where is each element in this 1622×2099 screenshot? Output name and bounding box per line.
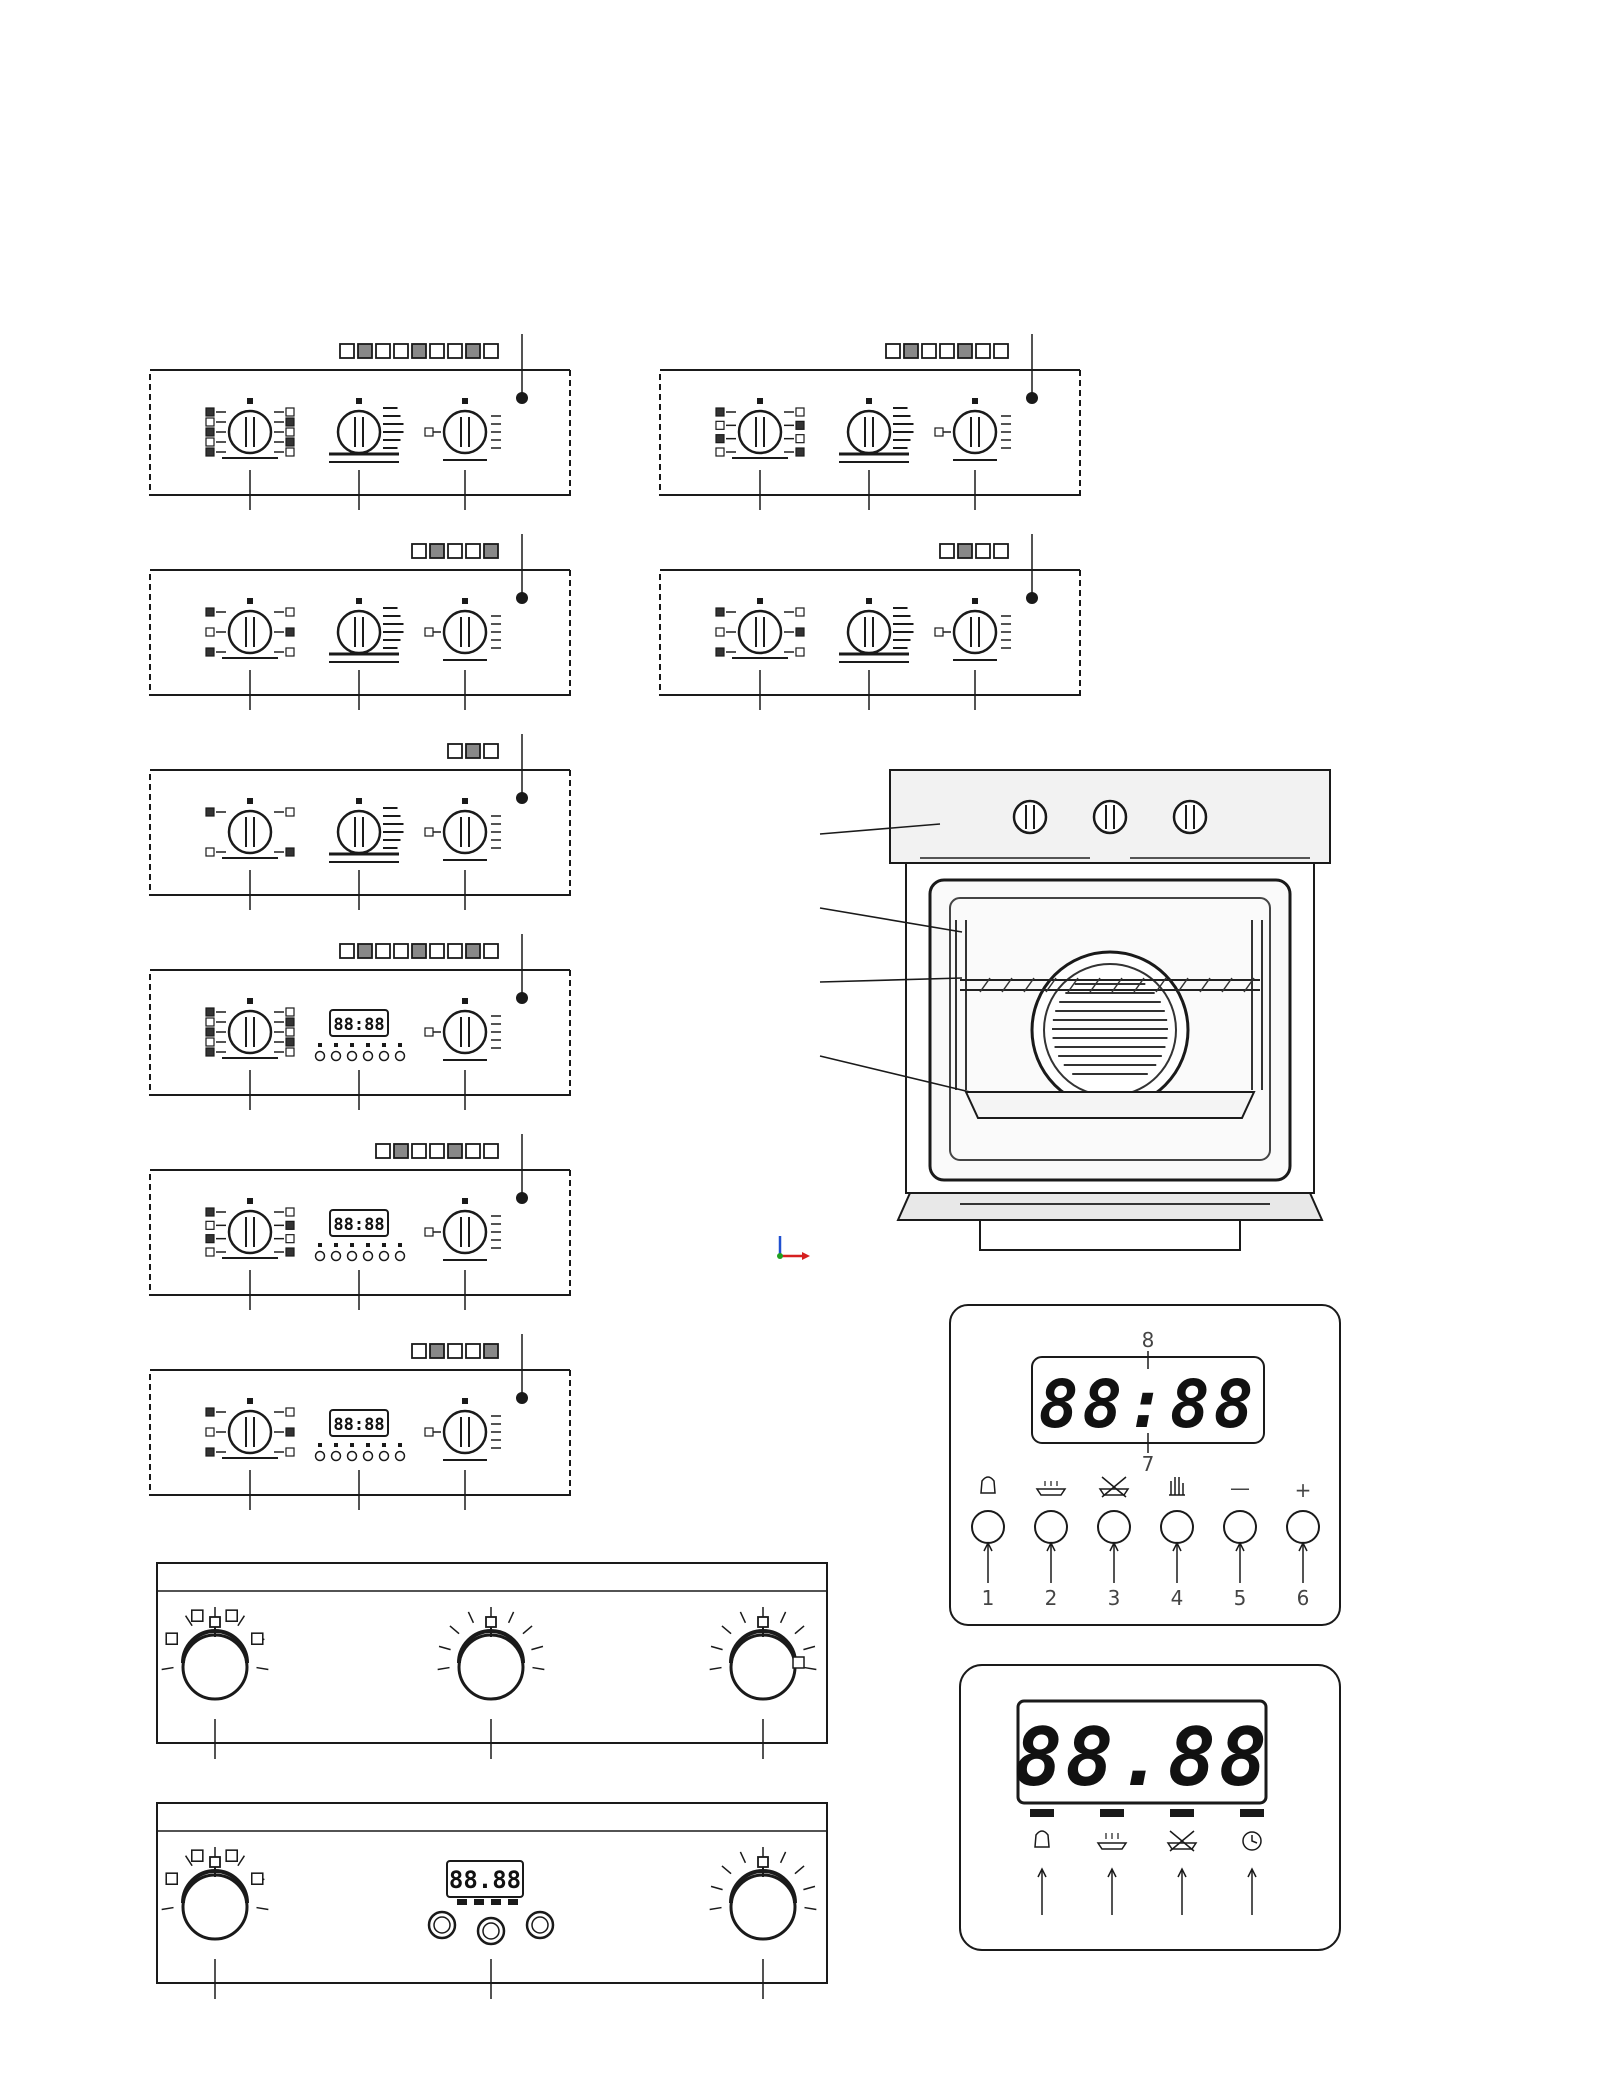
minus-icon: —	[1230, 1476, 1250, 1500]
timer-button-number: 3	[1108, 1586, 1121, 1610]
plus-icon: +	[1295, 1478, 1312, 1502]
oven-knob-2	[1094, 801, 1126, 833]
indicator-lamp	[516, 992, 528, 1004]
function-icon-strip	[340, 944, 498, 958]
mini-display-digits: 88:88	[333, 1215, 384, 1235]
wide-display-digits: 88.88	[449, 1866, 521, 1894]
function-icon-strip	[412, 1344, 498, 1358]
function-icon-strip	[940, 544, 1008, 558]
timer-button-number: 1	[982, 1586, 995, 1610]
indicator-lamp	[516, 792, 528, 804]
control-panel-c	[150, 534, 570, 710]
wide-temperature-knob	[710, 1607, 817, 1699]
timer-button-number: 5	[1234, 1586, 1247, 1610]
control-panel-g: 88:88	[150, 1134, 570, 1310]
control-panel-e	[150, 734, 570, 910]
function-icon-strip	[340, 344, 498, 358]
function-icon-strip	[448, 744, 498, 758]
indicator-lamp	[516, 1192, 528, 1204]
control-panel-b	[660, 334, 1080, 510]
wide-display-panel: 88.88	[157, 1803, 827, 1999]
control-panel-h: 88:88	[150, 1334, 570, 1510]
plus-label: +	[1295, 1478, 1312, 1502]
wide-panel-button-1[interactable]	[429, 1912, 455, 1938]
control-panel-a	[150, 334, 570, 510]
indicator-lamp	[516, 592, 528, 604]
indicator-lamp	[1026, 392, 1038, 404]
timer-button-number: 4	[1171, 1586, 1184, 1610]
mini-display-digits: 88:88	[333, 1015, 384, 1035]
mini-display-digits: 88:88	[333, 1415, 384, 1435]
indicator-lamp	[516, 1392, 528, 1404]
marker-8: 8	[1142, 1328, 1155, 1352]
function-icon-strip	[886, 344, 1008, 358]
control-panel-f: 88:88	[150, 934, 570, 1110]
timer-button-number: 6	[1297, 1586, 1310, 1610]
marker-7: 7	[1142, 1452, 1155, 1476]
timer-display-panel-1: 88:88 8 7 1 2 3 4 5 — 6 +	[950, 1305, 1340, 1625]
oven-knob-3	[1174, 801, 1206, 833]
axis-gizmo	[777, 1236, 810, 1260]
indicator-lamp	[1026, 592, 1038, 604]
wide-function-knob	[162, 1607, 269, 1699]
wide-knob-panel	[157, 1563, 827, 1759]
wide-panel-button-3[interactable]	[527, 1912, 553, 1938]
control-panel-d	[660, 534, 1080, 710]
function-icon-strip	[412, 544, 498, 558]
wide-panel-display: 88.88	[447, 1861, 523, 1905]
oven-view	[777, 770, 1330, 1260]
wide-panel-button-2[interactable]	[478, 1918, 504, 1944]
timer-button-number: 2	[1045, 1586, 1058, 1610]
wide2-temperature-knob	[710, 1847, 817, 1939]
timer-display-panel-2: 88.88	[960, 1665, 1340, 1950]
function-icon-strip	[376, 1144, 498, 1158]
minus-label: —	[1230, 1476, 1250, 1500]
baking-tray	[966, 1092, 1254, 1118]
oven-door	[898, 1193, 1322, 1220]
wide-timer-knob	[438, 1607, 545, 1699]
timer-digits-2: 88.88	[1014, 1711, 1270, 1804]
wide2-function-knob	[162, 1847, 269, 1939]
oven-knob-1	[1014, 801, 1046, 833]
timer-digits-1: 88:88	[1039, 1366, 1258, 1443]
indicator-lamp	[516, 392, 528, 404]
